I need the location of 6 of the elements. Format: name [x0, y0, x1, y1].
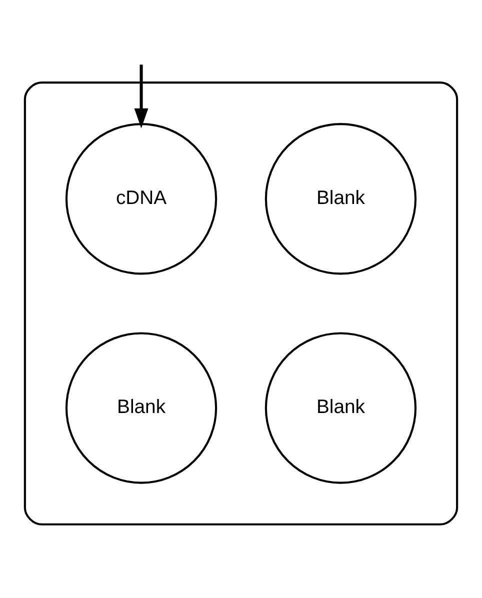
arrow — [134, 64, 148, 128]
node-circle: cDNA — [65, 122, 218, 274]
node-circle: Blank — [264, 122, 417, 274]
cluster — [24, 81, 458, 525]
node-circle: Blank — [264, 332, 417, 484]
node-circle: Blank — [65, 332, 218, 484]
